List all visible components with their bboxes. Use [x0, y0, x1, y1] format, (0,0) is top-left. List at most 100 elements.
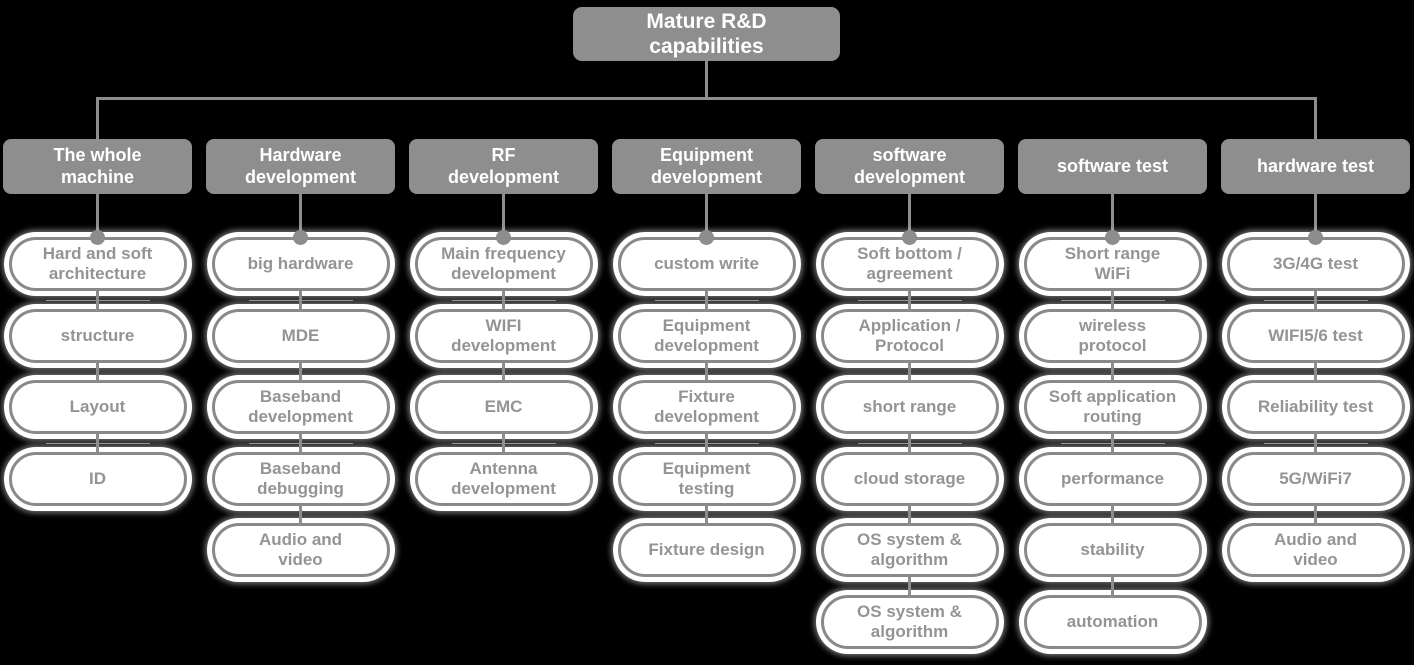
- node-slot: short range: [808, 362, 1011, 452]
- node-label: EMC: [484, 397, 523, 417]
- column-header-label: Equipment development: [650, 145, 763, 187]
- header-stem-line: [1111, 194, 1114, 234]
- node-pill: Fixture design: [617, 523, 796, 577]
- node-slot: WIFI development: [402, 290, 605, 381]
- node-label: 5G/WiFi7: [1279, 468, 1352, 488]
- node-label: Audio and video: [1273, 530, 1358, 569]
- connector-dot: [496, 230, 511, 245]
- node-pill: EMC: [414, 380, 593, 434]
- node-slot: Baseband development: [199, 362, 402, 452]
- node-label: short range: [862, 397, 957, 417]
- column-header: RF development: [409, 139, 598, 194]
- column-header-label: software test: [1056, 155, 1169, 176]
- column-header: hardware test: [1221, 139, 1410, 194]
- column-header: Hardware development: [206, 139, 395, 194]
- node-pill: automation: [1023, 594, 1202, 649]
- node-pill: Short range WiFi: [1023, 237, 1202, 291]
- node-label: performance: [1061, 468, 1164, 488]
- column-software-development: software development Soft bottom / agree…: [808, 0, 1011, 665]
- node-pill: Soft bottom / agreement: [820, 237, 999, 291]
- root-node: Mature R&D capabilities: [573, 7, 840, 61]
- node-list: 3G/4G test WIFI5/6 test Reliability test…: [1214, 237, 1414, 595]
- connector-dot: [699, 230, 714, 245]
- node-label: Soft bottom / agreement: [857, 244, 962, 283]
- node-slot: MDE: [199, 290, 402, 381]
- node-pill: Baseband development: [211, 380, 390, 434]
- node-label: ID: [89, 468, 106, 488]
- node-label: custom write: [654, 254, 759, 274]
- node-pill: big hardware: [211, 237, 390, 291]
- column-header: The whole machine: [3, 139, 192, 194]
- node-label: Main frequency development: [441, 244, 566, 283]
- node-slot: Audio and video: [1214, 505, 1414, 595]
- header-stem-line: [299, 194, 302, 234]
- node-slot: WIFI5/6 test: [1214, 290, 1414, 381]
- node-slot: Antenna development: [402, 433, 605, 524]
- node-slot: OS system & algorithm: [808, 576, 1011, 665]
- column-header: software test: [1018, 139, 1207, 194]
- node-label: automation: [1066, 611, 1159, 631]
- node-pill: Reliability test: [1226, 380, 1405, 434]
- node-pill: Audio and video: [211, 523, 390, 577]
- node-pill: Main frequency development: [414, 237, 593, 291]
- node-slot: Main frequency development: [402, 237, 605, 309]
- node-pill: structure: [8, 308, 187, 363]
- header-stem-line: [502, 194, 505, 234]
- root-node-label: Mature R&D capabilities: [646, 9, 767, 58]
- node-slot: automation: [1011, 576, 1214, 665]
- node-pill: short range: [820, 380, 999, 434]
- node-label: stability: [1080, 540, 1145, 560]
- node-slot: performance: [1011, 433, 1214, 524]
- node-pill: WIFI5/6 test: [1226, 308, 1405, 363]
- node-pill: Layout: [8, 380, 187, 434]
- node-slot: EMC: [402, 362, 605, 452]
- column-header-label: hardware test: [1256, 155, 1375, 176]
- node-pill: ID: [8, 451, 187, 506]
- column-header-label: Hardware development: [244, 145, 357, 187]
- node-label: structure: [60, 325, 135, 345]
- node-label: WIFI development: [451, 315, 556, 355]
- node-pill: Baseband debugging: [211, 451, 390, 506]
- header-stem-line: [1314, 194, 1317, 234]
- node-list: Hard and soft architecture structure Lay…: [0, 237, 199, 523]
- connector-dot: [1105, 230, 1120, 245]
- node-list: big hardware MDE Baseband development Ba…: [199, 237, 402, 595]
- node-pill: OS system & algorithm: [820, 523, 999, 577]
- node-pill: Soft application routing: [1023, 380, 1202, 434]
- node-slot: Audio and video: [199, 505, 402, 595]
- connector-dot: [902, 230, 917, 245]
- node-label: Hard and soft architecture: [42, 244, 153, 283]
- node-label: Equipment testing: [662, 458, 751, 498]
- node-pill: stability: [1023, 523, 1202, 577]
- column-rf-development: RF development Main frequency developmen…: [402, 0, 605, 665]
- column-hardware-development: Hardware development big hardware MDE Ba…: [199, 0, 402, 665]
- column-software-test: software test Short range WiFi wireless …: [1011, 0, 1214, 665]
- node-pill: WIFI development: [414, 308, 593, 363]
- column-the-whole-machine: The whole machine Hard and soft architec…: [0, 0, 199, 665]
- connector-dot: [90, 230, 105, 245]
- node-pill: Application / Protocol: [820, 308, 999, 363]
- node-label: wireless protocol: [1078, 315, 1147, 355]
- node-pill: cloud storage: [820, 451, 999, 506]
- connector-dot: [293, 230, 308, 245]
- node-pill: Equipment development: [617, 308, 796, 363]
- column-header: Equipment development: [612, 139, 801, 194]
- node-pill: Audio and video: [1226, 523, 1405, 577]
- node-label: OS system & algorithm: [857, 601, 962, 641]
- column-header-label: software development: [853, 145, 966, 187]
- node-slot: stability: [1011, 505, 1214, 595]
- column-header-label: RF development: [447, 145, 560, 187]
- node-list: Main frequency development WIFI developm…: [402, 237, 605, 523]
- node-pill: Fixture development: [617, 380, 796, 434]
- node-label: Soft application routing: [1048, 387, 1177, 426]
- header-stem-line: [908, 194, 911, 234]
- node-slot: ID: [0, 433, 199, 524]
- node-pill: wireless protocol: [1023, 308, 1202, 363]
- node-slot: Application / Protocol: [808, 290, 1011, 381]
- node-pill: Hard and soft architecture: [8, 237, 187, 291]
- node-label: big hardware: [247, 254, 354, 274]
- node-label: Short range WiFi: [1064, 244, 1161, 283]
- node-label: Reliability test: [1257, 397, 1374, 417]
